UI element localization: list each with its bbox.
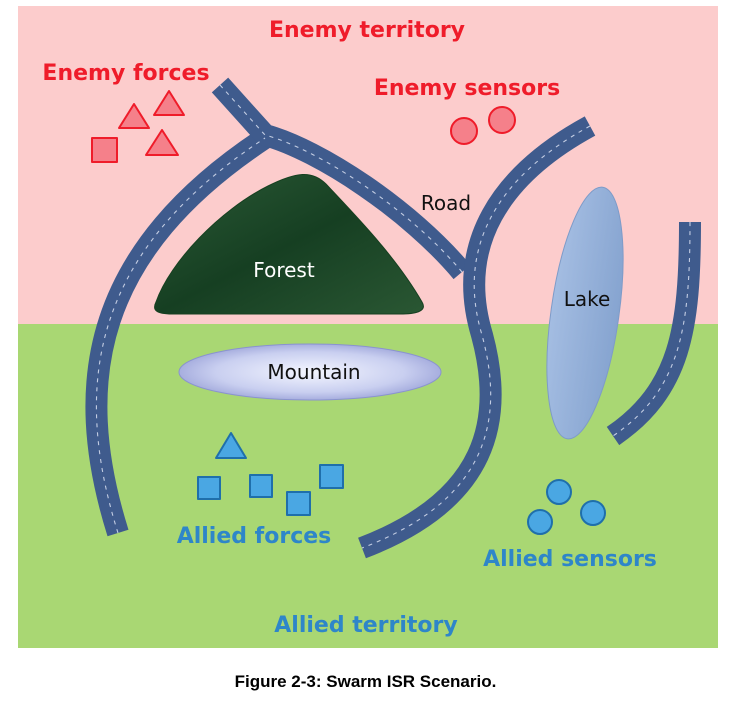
allied-sensor-icon — [580, 500, 606, 526]
enemy-sensors-label: Enemy sensors — [374, 76, 560, 101]
allied-square-icon — [197, 476, 221, 500]
allied-triangle-icon — [215, 432, 247, 459]
enemy-sensors-icons — [450, 106, 516, 145]
allied-square-icon — [286, 491, 311, 516]
enemy-forces-label: Enemy forces — [42, 61, 209, 86]
enemy-sensor-icon — [488, 106, 516, 134]
allied-sensors-icons — [527, 479, 606, 535]
allied-square-icon — [249, 474, 273, 498]
allied-territory-label: Allied territory — [274, 613, 457, 638]
allied-forces-label: Allied forces — [177, 524, 332, 549]
road-network — [85, 77, 701, 559]
enemy-triangle-icon — [153, 90, 185, 116]
allied-sensors-label: Allied sensors — [483, 547, 657, 572]
enemy-square-icon — [91, 137, 118, 163]
figure-caption: Figure 2-3: Swarm ISR Scenario. — [234, 672, 497, 691]
lake-area — [546, 186, 624, 440]
enemy-forces-icons — [91, 90, 185, 163]
forest-area — [154, 173, 424, 315]
lake-label: Lake — [564, 287, 611, 311]
allied-square-icon — [319, 464, 344, 489]
enemy-triangle-icon — [118, 103, 150, 129]
allied-sensor-icon — [527, 509, 553, 535]
enemy-territory-label: Enemy territory — [269, 18, 465, 43]
allied-forces-icons — [197, 432, 344, 516]
mountain-area — [178, 343, 442, 401]
allied-sensor-icon — [546, 479, 572, 505]
enemy-sensor-icon — [450, 117, 478, 145]
forest-label: Forest — [253, 258, 315, 282]
enemy-triangle-icon — [145, 129, 179, 156]
mountain-label: Mountain — [267, 360, 360, 384]
road-label: Road — [421, 191, 471, 215]
